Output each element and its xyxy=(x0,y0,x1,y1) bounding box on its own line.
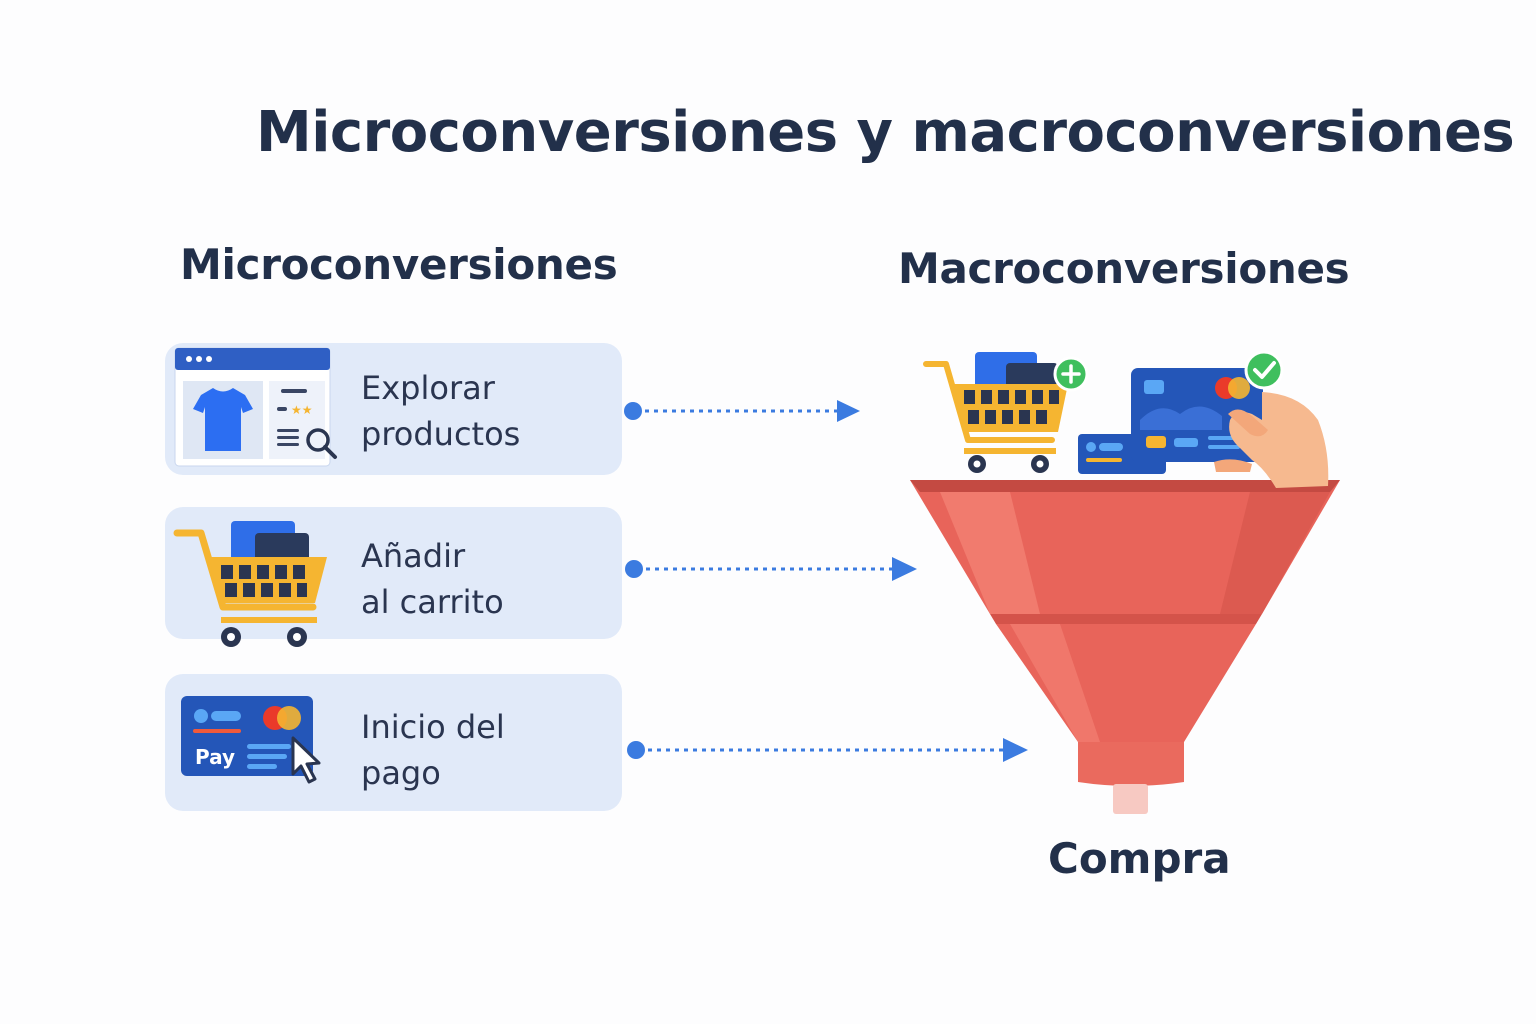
credit-card-icon xyxy=(1131,368,1263,462)
micro-card-payment: Pay Inicio del pago xyxy=(165,674,622,811)
check-icon xyxy=(1244,350,1284,390)
label-line-2: pago xyxy=(361,754,441,792)
micro-card-browse: ★★ Explorar productos xyxy=(165,343,622,475)
connector-browse xyxy=(624,400,860,422)
label-line-1: Añadir xyxy=(361,537,466,575)
page-title: Microconversiones y macroconversiones xyxy=(256,100,1515,165)
micro-card-label: Inicio del pago xyxy=(361,704,611,796)
shopping-cart-icon xyxy=(173,507,343,661)
browse-products-icon: ★★ xyxy=(173,343,343,479)
svg-text:★★: ★★ xyxy=(291,403,313,417)
purchase-label: Compra xyxy=(1048,834,1231,883)
label-line-2: al carrito xyxy=(361,583,504,621)
macro-heading: Macroconversiones xyxy=(898,244,1350,293)
connector-cart xyxy=(625,557,917,581)
label-line-1: Explorar xyxy=(361,369,495,407)
micro-card-cart: Añadir al carrito xyxy=(165,507,622,647)
pay-label: Pay xyxy=(195,745,235,769)
shopping-cart-icon xyxy=(923,352,1068,473)
connector-payment xyxy=(627,738,1028,762)
hand-icon xyxy=(1214,392,1329,488)
micro-card-label: Explorar productos xyxy=(361,365,611,457)
micro-card-label: Añadir al carrito xyxy=(361,533,611,625)
funnel-group xyxy=(900,340,1360,834)
funnel-icon xyxy=(910,480,1340,814)
payment-card-icon: Pay xyxy=(173,674,343,815)
label-line-1: Inicio del xyxy=(361,708,505,746)
plus-icon xyxy=(1053,356,1089,392)
label-line-2: productos xyxy=(361,415,521,453)
micro-heading: Microconversiones xyxy=(180,240,618,289)
